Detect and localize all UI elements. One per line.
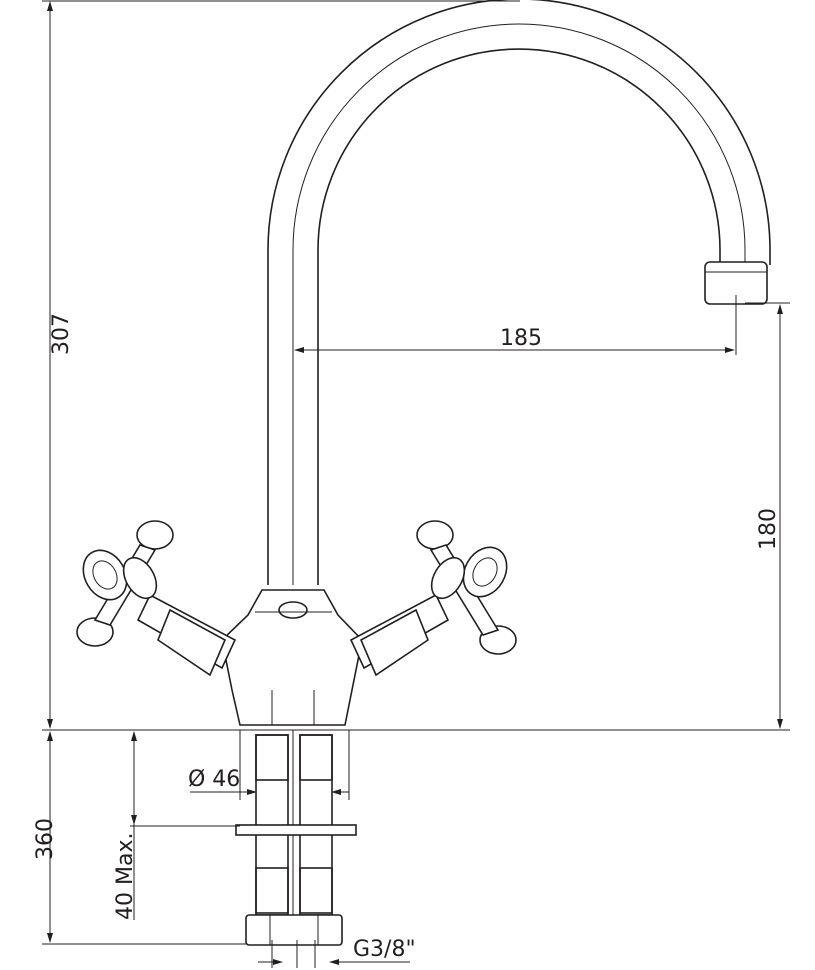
label-307: 307 [49,313,74,355]
dim-spout-reach: 185 [294,295,737,355]
dim-deck-thickness: 40 Max. [113,731,240,920]
spout [267,0,771,585]
dim-total-height: 307 [42,0,520,729]
right-handle [349,520,517,677]
label-360: 360 [33,818,58,860]
dim-below-deck: 360 [33,731,246,945]
faucet-body [221,589,363,726]
supply-hoses [235,730,357,946]
label-g3-8: G3/8" [353,937,416,962]
left-handle [76,520,237,677]
connection-nuts [245,914,343,946]
label-185: 185 [500,326,542,351]
label-diameter-46: Ø 46 [188,767,240,792]
dim-hole-diameter: Ø 46 [188,730,350,800]
label-180: 180 [756,508,781,550]
mounting-nut [235,824,357,836]
dim-connection-thread: G3/8" [258,937,416,968]
label-40-max: 40 Max. [113,833,138,920]
dim-spout-height: 180 [745,302,790,729]
